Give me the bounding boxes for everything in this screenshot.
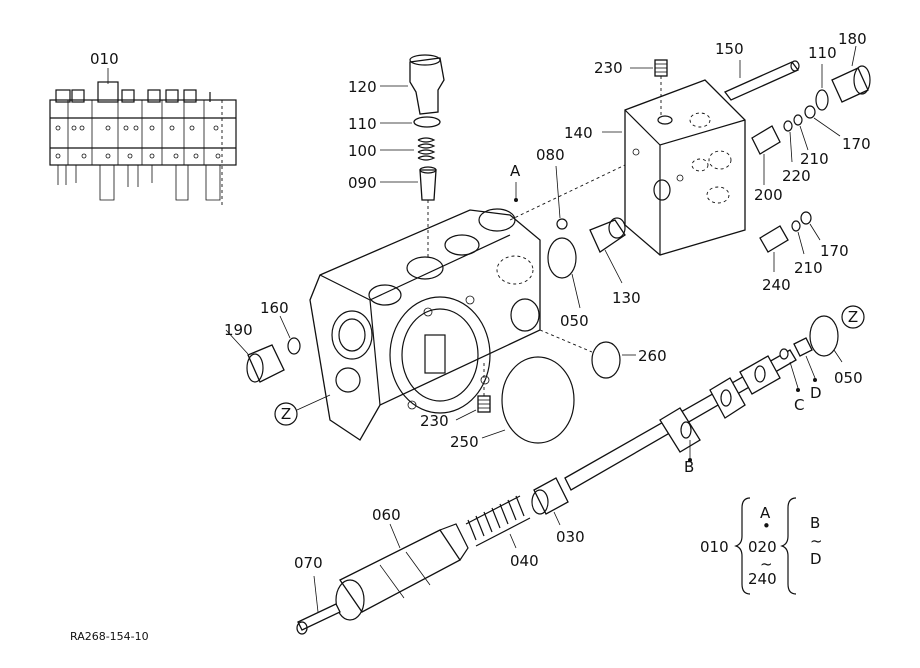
- o-ring-050-left: [547, 237, 577, 279]
- callout-210-mid: 210: [794, 259, 823, 277]
- valve-body: [309, 208, 541, 441]
- spool-130: [589, 217, 626, 253]
- ring-170-top: [804, 105, 816, 119]
- callout-180: 180: [838, 30, 867, 48]
- callout-060: 060: [372, 506, 401, 524]
- callout-A: A: [510, 162, 521, 180]
- ring-210-mid: [791, 220, 801, 232]
- legend-assembly: 010: [700, 538, 729, 556]
- legend-group1-top: A: [760, 504, 771, 522]
- callout-050-right: 050: [834, 369, 863, 387]
- callout-150: 150: [715, 40, 744, 58]
- callout-100: 100: [348, 142, 377, 160]
- callout-260: 260: [638, 347, 667, 365]
- o-ring-250: [501, 356, 575, 444]
- callout-120: 120: [348, 78, 377, 96]
- callout-110-left: 110: [348, 115, 377, 133]
- end-block-140: [624, 79, 746, 256]
- o-ring-050-right: [809, 315, 839, 357]
- legend-group1-tilde: ~: [760, 555, 773, 573]
- fitting-240: [759, 225, 789, 253]
- plug-200: [751, 125, 781, 155]
- callout-080: 080: [536, 146, 565, 164]
- legend-group2-tilde: ~: [810, 532, 823, 550]
- legend-group2-top: B: [810, 514, 820, 532]
- ring-170-mid: [800, 211, 812, 225]
- callout-170-mid: 170: [820, 242, 849, 260]
- callout-200: 200: [754, 186, 783, 204]
- spring-cap-060: [335, 523, 469, 621]
- legend-group1-end: 240: [748, 570, 777, 588]
- ring-210-top: [793, 114, 803, 126]
- callout-070: 070: [294, 554, 323, 572]
- bolt-150: [723, 60, 800, 101]
- callout-z-left: Z: [281, 405, 291, 423]
- plug-190: [246, 344, 285, 383]
- callout-250: 250: [450, 433, 479, 451]
- callout-030: 030: [556, 528, 585, 546]
- callout-240: 240: [762, 276, 791, 294]
- collar-030: [531, 477, 569, 515]
- bolt-070: [296, 603, 341, 635]
- callout-140: 140: [564, 124, 593, 142]
- callout-130: 130: [612, 289, 641, 307]
- callout-040: 040: [510, 552, 539, 570]
- assembly-thumbnail: [49, 68, 237, 205]
- main-spool: [564, 349, 797, 491]
- section-mark-z-left: [274, 402, 298, 426]
- spring-040: [465, 495, 531, 547]
- kit-legend: 010 A • 020 ~ 240 B ~ D: [700, 497, 823, 595]
- callout-110-right: 110: [808, 44, 837, 62]
- legend-group1-dot: •: [762, 517, 771, 535]
- relief-stack-top: [409, 54, 445, 260]
- callout-220: 220: [782, 167, 811, 185]
- callout-230-bottom: 230: [420, 412, 449, 430]
- o-ring-160: [287, 337, 301, 355]
- legend-group1-start: 020: [748, 538, 777, 556]
- ring-220: [783, 120, 793, 132]
- o-ring-110-right: [815, 89, 829, 111]
- callout-210-top: 210: [800, 150, 829, 168]
- section-mark-z-right: [841, 305, 865, 329]
- callout-170-top: 170: [842, 135, 871, 153]
- callout-B: B: [684, 458, 694, 476]
- callout-050-left: 050: [560, 312, 589, 330]
- drawing-code: RA268-154-10: [70, 630, 149, 643]
- callout-230-top: 230: [594, 59, 623, 77]
- callout-160: 160: [260, 299, 289, 317]
- cap-180: [831, 65, 871, 103]
- callout-090: 090: [348, 174, 377, 192]
- callout-D: D: [810, 384, 822, 402]
- callout-190: 190: [224, 321, 253, 339]
- callout-C: C: [794, 396, 804, 414]
- legend-group2-end: D: [810, 550, 822, 568]
- callout-z-right: Z: [848, 308, 858, 326]
- o-ring-260: [591, 341, 621, 379]
- callout-010-top: 010: [90, 50, 119, 68]
